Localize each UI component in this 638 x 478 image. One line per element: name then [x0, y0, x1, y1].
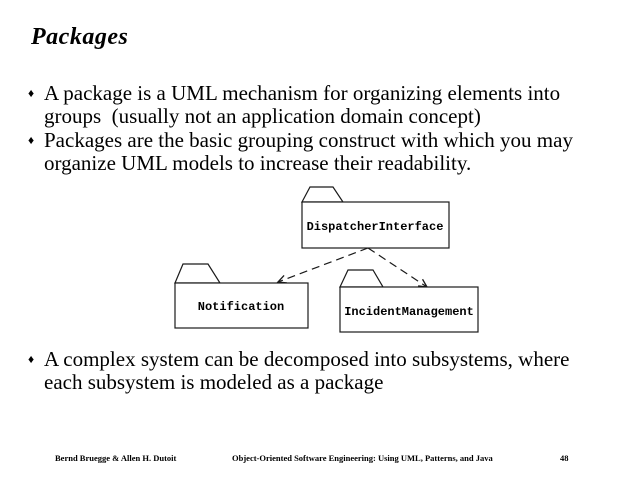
bullet-diamond-icon: ♦	[28, 352, 35, 366]
package-body	[174, 282, 309, 329]
package-tab	[301, 186, 345, 203]
package-label: DispatcherInterface	[307, 220, 444, 234]
dependency-arrow-to-notification	[276, 247, 369, 284]
bullet-line: groups (usually not an application domai…	[44, 104, 481, 128]
bullet-line: A package is a UML mechanism for organiz…	[44, 81, 561, 105]
bullet-text: A package is a UML mechanism for organiz…	[44, 82, 624, 128]
bullet-item: ♦ Packages are the basic grouping constr…	[28, 129, 624, 175]
package-label: IncidentManagement	[344, 305, 474, 319]
bullet-text: Packages are the basic grouping construc…	[44, 129, 624, 175]
footer-page-number: 48	[560, 453, 569, 463]
footer-book-title: Object-Oriented Software Engineering: Us…	[232, 453, 493, 463]
bullet-diamond-icon: ♦	[28, 86, 35, 100]
package-notification: Notification	[174, 263, 309, 329]
bullet-line: organize UML models to increase their re…	[44, 151, 472, 175]
bullet-item: ♦ A package is a UML mechanism for organ…	[28, 82, 624, 128]
bullet-diamond-icon: ♦	[28, 133, 35, 147]
package-tab	[174, 263, 222, 284]
package-body	[339, 286, 479, 333]
bullet-line: each subsystem is modeled as a package	[44, 370, 384, 394]
package-dispatcher-interface: DispatcherInterface	[301, 186, 450, 249]
uml-package-diagram: DispatcherInterface Notification Inciden…	[174, 186, 479, 333]
package-body	[301, 201, 450, 249]
footer-authors: Bernd Bruegge & Allen H. Dutoit	[55, 453, 177, 463]
bullet-line: Packages are the basic grouping construc…	[44, 128, 573, 152]
bullet-text: A complex system can be decomposed into …	[44, 348, 624, 394]
page-title: Packages	[31, 24, 129, 50]
bullet-line: A complex system can be decomposed into …	[44, 347, 570, 371]
bullet-item: ♦ A complex system can be decomposed int…	[28, 348, 624, 394]
package-label: Notification	[198, 300, 284, 314]
package-tab	[339, 269, 385, 288]
package-incident-management: IncidentManagement	[339, 269, 479, 333]
dependency-arrow-to-incident-management	[367, 247, 429, 288]
